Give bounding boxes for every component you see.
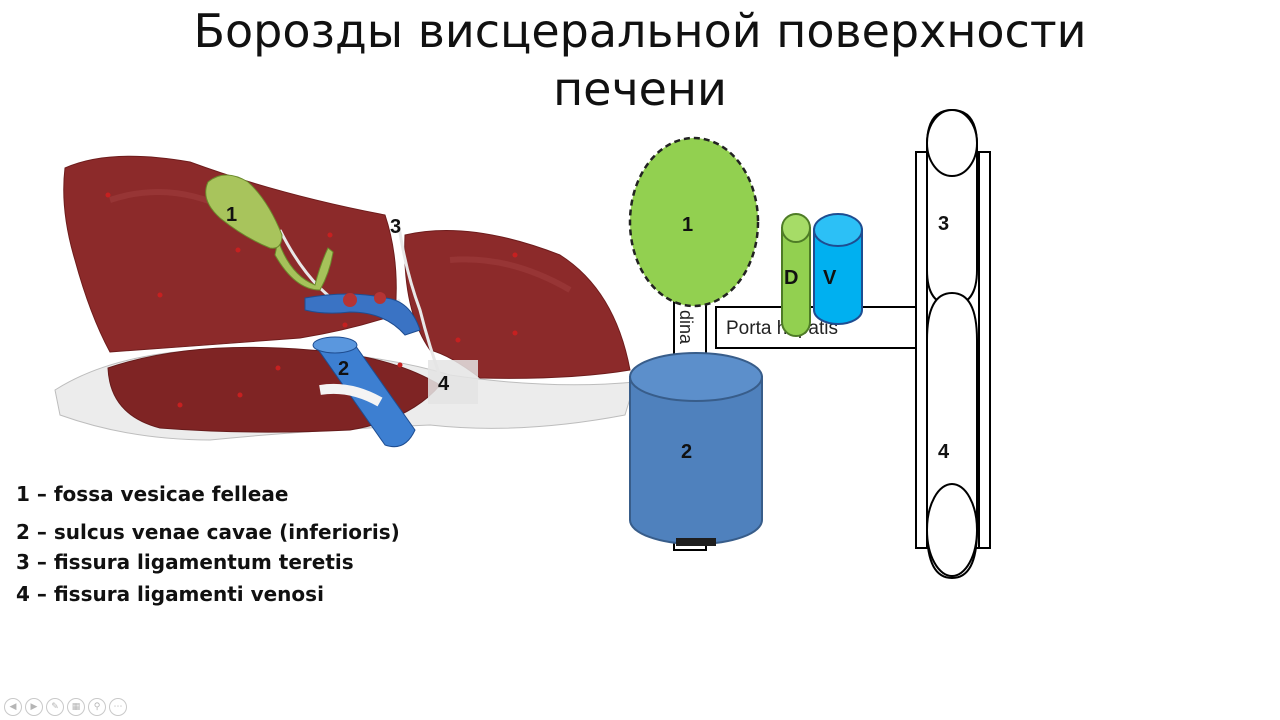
vena-cava-label: 2 (681, 441, 692, 463)
vein-cylinder (813, 213, 863, 325)
gallbladder (205, 174, 283, 249)
zoom-icon[interactable]: ⚲ (88, 698, 106, 716)
legend-item-1: 1 – fossa vesicae felleae (16, 482, 289, 506)
legend-item-2: 2 – sulcus venae cavae (inferioris) (16, 520, 400, 544)
legend-item-4: 4 – fissura ligamenti venosi (16, 582, 324, 606)
vertical-label: dina (676, 310, 696, 345)
slides-icon[interactable]: ▦ (67, 698, 85, 716)
illus-label-4: 4 (438, 373, 450, 395)
illus-label-2: 2 (338, 358, 349, 380)
portal-vein (304, 293, 421, 336)
legend-item-3: 3 – fissura ligamentum teretis (16, 550, 354, 574)
duct-label: D (784, 267, 798, 289)
prev-icon[interactable]: ◀ (4, 698, 22, 716)
bile-duct (274, 238, 334, 291)
schematic-diagram: dina Porta hepatis 2 1 D V (628, 108, 991, 580)
teres-top-ellipse (926, 109, 978, 177)
gallbladder-ellipse (628, 136, 760, 308)
label-4-box (428, 360, 478, 404)
vein-label: V (823, 267, 837, 289)
venosum-label: 4 (938, 441, 950, 463)
marker-dots (105, 192, 518, 408)
more-icon[interactable]: ⋯ (109, 698, 127, 716)
teres-label: 3 (938, 213, 949, 235)
title-line-2: печени (553, 62, 727, 116)
title-line-1: Борозды висцеральной поверхности (193, 4, 1087, 58)
liver-illustration: 1 2 3 4 (54, 155, 636, 448)
slide-title: Борозды висцеральной поверхности печени (100, 2, 1180, 118)
slideshow-controls: ◀ ▶ ✎ ▦ ⚲ ⋯ (4, 698, 127, 718)
vena-cava-cylinder (629, 352, 763, 546)
next-icon[interactable]: ▶ (25, 698, 43, 716)
liver-left-lobe (404, 230, 631, 379)
vena-cava (312, 336, 416, 448)
venosum-bottom-ellipse (926, 483, 978, 577)
gallbladder-label: 1 (682, 214, 693, 236)
pen-icon[interactable]: ✎ (46, 698, 64, 716)
illus-label-3: 3 (390, 216, 401, 238)
duct-cylinder (781, 213, 811, 337)
illus-label-1: 1 (226, 204, 237, 226)
